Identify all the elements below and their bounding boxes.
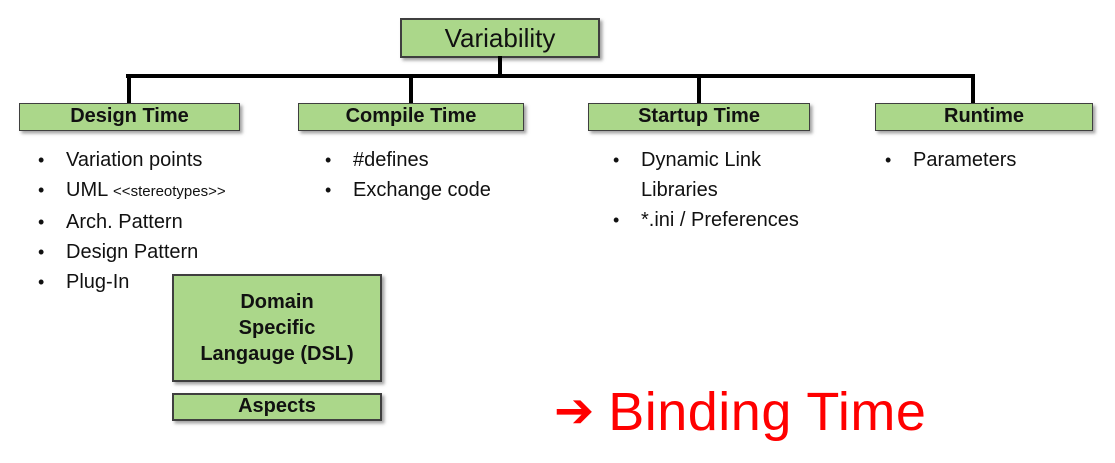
- node-compile-time: Compile Time: [298, 103, 524, 131]
- compile-time-list: • #defines • Exchange code: [325, 145, 545, 205]
- bullet-icon: •: [38, 150, 45, 170]
- node-runtime-label: Runtime: [944, 105, 1024, 127]
- connector-stub-design: [127, 76, 131, 103]
- list-item-text: Dynamic Link Libraries: [641, 149, 762, 201]
- binding-time-annotation: ➔ Binding Time: [554, 381, 926, 443]
- list-item-text: Parameters: [913, 149, 1017, 171]
- list-item-text: Plug-In: [66, 271, 130, 293]
- connector-horizontal-bus: [126, 74, 975, 78]
- node-design-time-label: Design Time: [70, 105, 189, 127]
- right-arrow-icon: ➔: [554, 385, 595, 438]
- list-item-text: UML <<stereotypes>>: [66, 179, 226, 201]
- node-dsl: Domain Specific Langauge (DSL): [172, 274, 382, 382]
- bullet-icon: •: [38, 242, 45, 262]
- binding-time-label: Binding Time: [608, 382, 927, 442]
- list-item: • Parameters: [885, 145, 1085, 175]
- connector-root-vertical: [498, 56, 502, 76]
- node-variability-label: Variability: [444, 23, 556, 53]
- list-item: • Dynamic Link Libraries: [613, 145, 818, 205]
- node-aspects-label: Aspects: [238, 395, 316, 417]
- design-time-list: • Variation points • UML <<stereotypes>>…: [38, 145, 288, 297]
- list-item-text: *.ini / Preferences: [641, 209, 799, 231]
- node-design-time: Design Time: [19, 103, 240, 131]
- stereotypes-annotation: <<stereotypes>>: [113, 183, 226, 200]
- startup-time-list: • Dynamic Link Libraries • *.ini / Prefe…: [613, 145, 818, 235]
- list-item: • Design Pattern: [38, 237, 288, 267]
- bullet-icon: •: [38, 212, 45, 232]
- node-runtime: Runtime: [875, 103, 1093, 131]
- list-item: • *.ini / Preferences: [613, 205, 818, 235]
- bullet-icon: •: [325, 150, 332, 170]
- list-item-text: Variation points: [66, 149, 203, 171]
- node-startup-time: Startup Time: [588, 103, 810, 131]
- connector-stub-compile: [409, 76, 413, 103]
- list-item: • Variation points: [38, 145, 288, 175]
- bullet-icon: •: [613, 210, 620, 230]
- node-dsl-label-line3: Langauge (DSL): [200, 343, 354, 365]
- node-aspects: Aspects: [172, 393, 382, 421]
- list-item: • Exchange code: [325, 175, 545, 205]
- list-item-text: Exchange code: [353, 179, 491, 201]
- node-dsl-label-line1: Domain: [240, 291, 314, 313]
- list-item-text: Design Pattern: [66, 241, 199, 263]
- bullet-icon: •: [885, 150, 892, 170]
- list-item-text: Arch. Pattern: [66, 211, 183, 233]
- list-item: • #defines: [325, 145, 545, 175]
- node-startup-time-label: Startup Time: [638, 105, 760, 127]
- connector-stub-startup: [697, 76, 701, 103]
- connector-stub-runtime: [971, 76, 975, 103]
- list-item: • Plug-In: [38, 267, 288, 297]
- bullet-icon: •: [38, 180, 45, 200]
- node-variability: Variability: [400, 18, 600, 58]
- bullet-icon: •: [38, 272, 45, 292]
- runtime-list: • Parameters: [885, 145, 1085, 175]
- bullet-icon: •: [325, 180, 332, 200]
- list-item: • UML <<stereotypes>>: [38, 175, 288, 207]
- list-item: • Arch. Pattern: [38, 207, 288, 237]
- list-item-text: #defines: [353, 149, 429, 171]
- node-compile-time-label: Compile Time: [345, 105, 477, 127]
- node-dsl-label-line2: Specific: [238, 317, 316, 339]
- bullet-icon: •: [613, 150, 620, 170]
